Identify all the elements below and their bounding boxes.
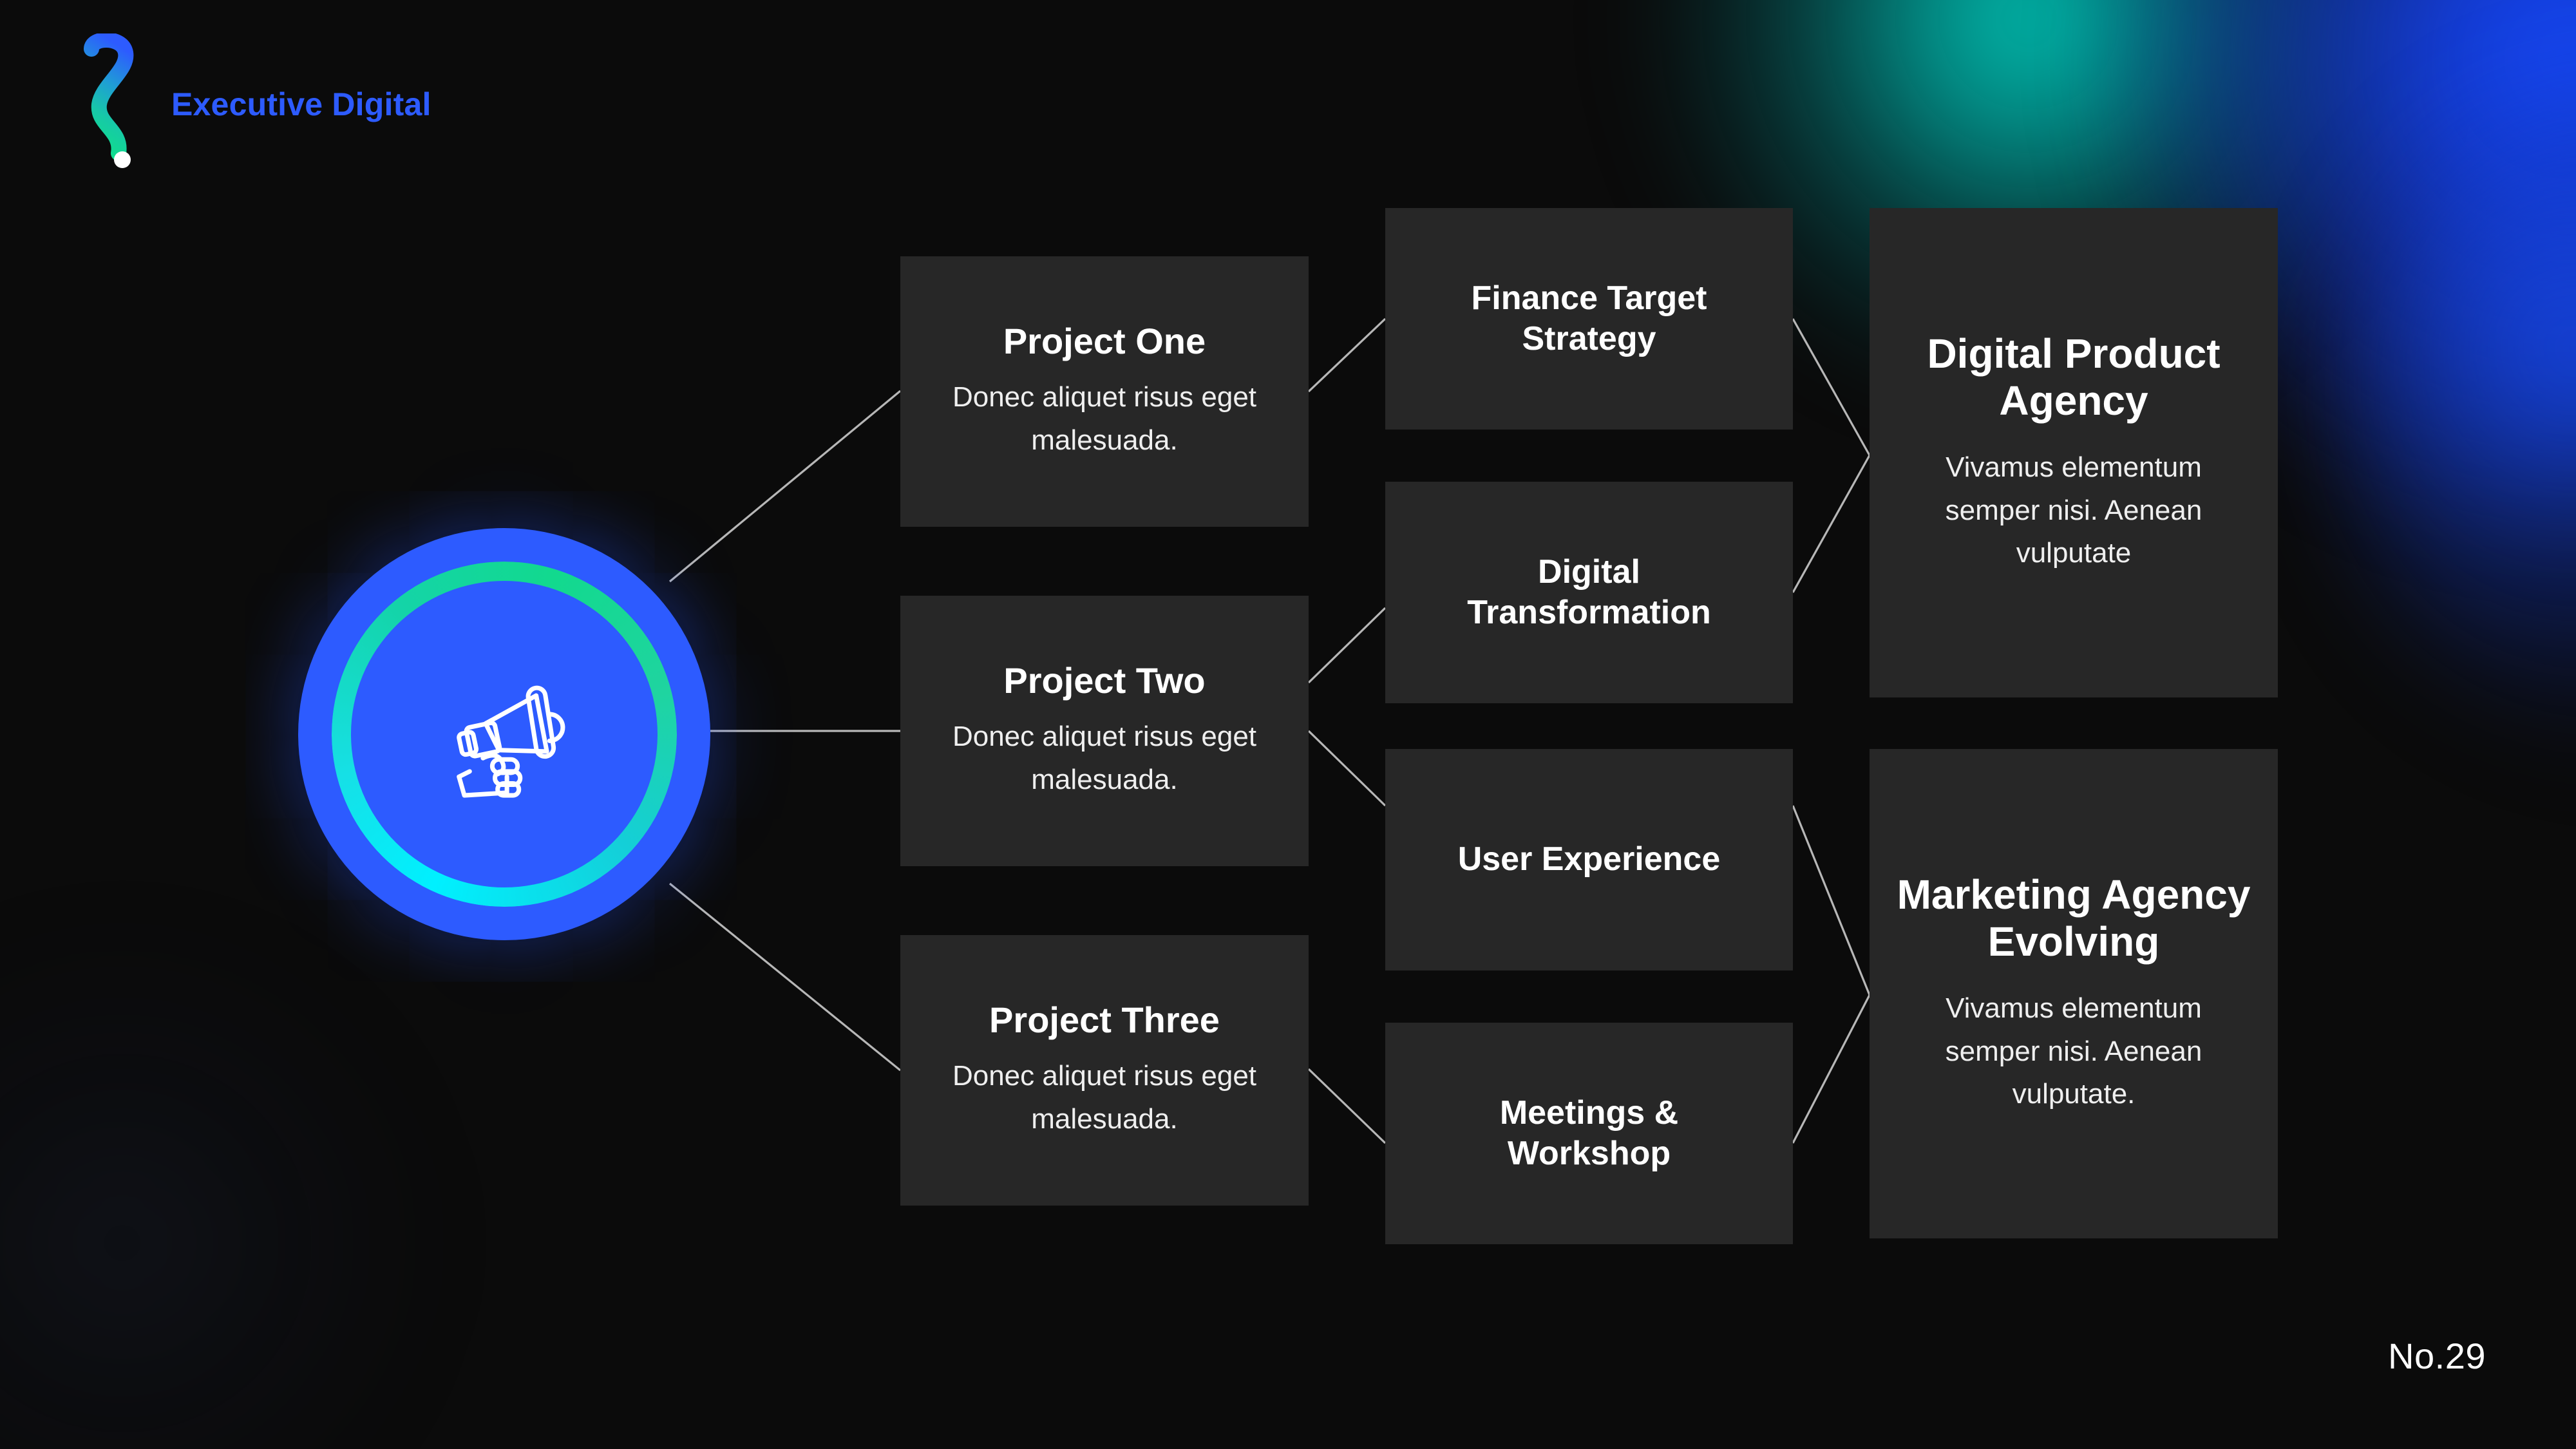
- connector-p2-user-experience: [1307, 730, 1387, 807]
- brand-logo[interactable]: Executive Digital: [82, 33, 431, 175]
- connector-transformation-outcome1: [1792, 455, 1871, 593]
- squiggle-gradient-logo-icon: [84, 33, 134, 168]
- hub-circle[interactable]: [298, 528, 710, 940]
- page-number: No.29: [2388, 1336, 2486, 1376]
- card-meetings-workshop[interactable]: Meetings & Workshop: [1385, 1023, 1793, 1244]
- card-project-two[interactable]: Project Two Donec aliquet risus eget mal…: [900, 596, 1309, 866]
- card-title: Meetings & Workshop: [1499, 1094, 1679, 1172]
- card-project-one[interactable]: Project One Donec aliquet risus eget mal…: [900, 256, 1309, 527]
- hub-inner-disc: [351, 581, 658, 887]
- connector-finance-outcome1: [1792, 318, 1871, 456]
- megaphone-in-hand-icon: [457, 685, 565, 798]
- card-title: Project Two: [1003, 660, 1206, 701]
- card-title: Marketing Agency Evolving: [1897, 871, 2251, 965]
- card-digital-transformation[interactable]: Digital Transformation: [1385, 482, 1793, 703]
- blue-glow-secondary: [2344, 90, 2576, 734]
- card-title: Finance Target Strategy: [1471, 279, 1707, 357]
- ambient-glow-left: [0, 953, 412, 1449]
- connector-p3-meetings: [1307, 1068, 1387, 1144]
- card-digital-product-agency[interactable]: Digital Product Agency Vivamus elementum…: [1870, 208, 2278, 697]
- card-marketing-agency-evolving[interactable]: Marketing Agency Evolving Vivamus elemen…: [1870, 749, 2278, 1238]
- connector-p1-finance: [1307, 317, 1387, 393]
- card-title: Digital Product Agency: [1927, 330, 2221, 424]
- card-title: User Experience: [1457, 840, 1721, 878]
- connector-ux-outcome2: [1792, 805, 1871, 996]
- card-title: Project One: [1003, 321, 1206, 362]
- connector-meetings-outcome2: [1792, 994, 1871, 1144]
- card-description: Donec aliquet risus eget malesuada.: [952, 721, 1257, 795]
- brand-name: Executive Digital: [171, 86, 431, 122]
- card-description: Vivamus elementum semper nisi. Aenean vu…: [1945, 992, 2202, 1110]
- card-finance-target-strategy[interactable]: Finance Target Strategy: [1385, 208, 1793, 430]
- connector-p2-digital-transformation: [1307, 607, 1387, 684]
- card-description: Vivamus elementum semper nisi. Aenean vu…: [1945, 451, 2202, 569]
- card-description: Donec aliquet risus eget malesuada.: [952, 381, 1257, 456]
- card-project-three[interactable]: Project Three Donec aliquet risus eget m…: [900, 935, 1309, 1206]
- card-user-experience[interactable]: User Experience: [1385, 749, 1793, 971]
- card-description: Donec aliquet risus eget malesuada.: [952, 1060, 1257, 1135]
- card-title: Project Three: [989, 999, 1220, 1041]
- card-title: Digital Transformation: [1467, 553, 1711, 631]
